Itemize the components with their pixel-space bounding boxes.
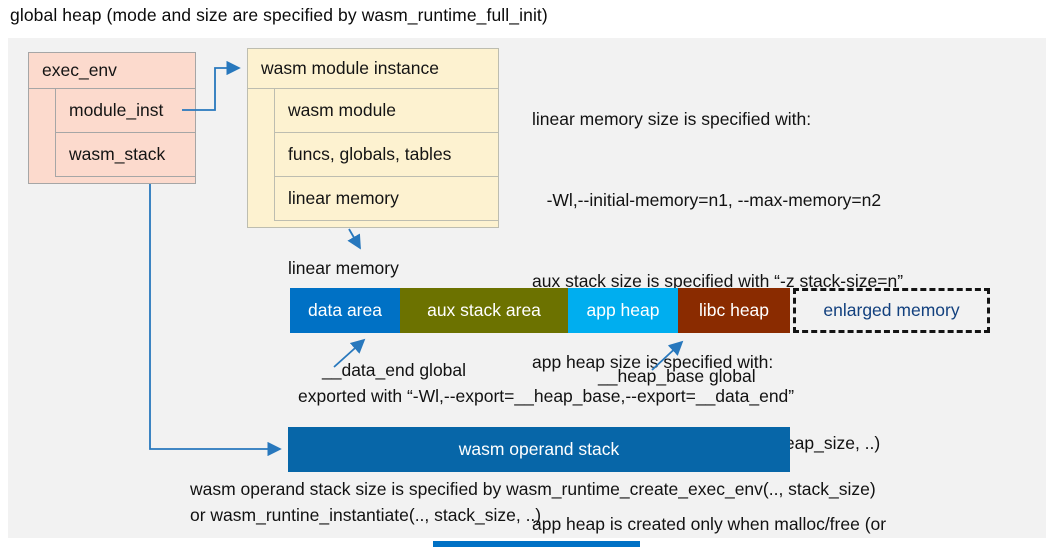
wasm-operand-stack-bar: wasm operand stack xyxy=(288,427,790,472)
bottom-blue-bar xyxy=(433,541,640,547)
note-line: linear memory size is specified with: xyxy=(532,109,812,129)
module-instance-row-funcs-globals-tables: funcs, globals, tables xyxy=(274,133,498,177)
module-instance-row-wasm-module: wasm module xyxy=(274,89,498,133)
segment-libc-heap: libc heap xyxy=(678,288,790,333)
module-instance-box: wasm module instance wasm module funcs, … xyxy=(247,48,499,228)
linear-memory-label: linear memory xyxy=(288,258,399,278)
segment-app-heap: app heap xyxy=(568,288,678,333)
data-end-global-label: __data_end global xyxy=(322,360,467,380)
heap-base-global-label: __heap_base global xyxy=(598,366,756,386)
note-line: aux stack size is specified with “-z sta… xyxy=(532,271,904,291)
note-line: app heap is created only when malloc/fre… xyxy=(532,514,887,534)
exec-env-header: exec_env xyxy=(29,53,195,89)
diagram-title: global heap (mode and size are specified… xyxy=(10,5,548,25)
module-instance-row-linear-memory: linear memory xyxy=(274,177,498,221)
note-line: -Wl,--initial-memory=n1, --max-memory=n2 xyxy=(532,190,882,210)
operand-stack-note-line1: wasm operand stack size is specified by … xyxy=(190,479,876,499)
segment-enlarged-memory: enlarged memory xyxy=(793,288,990,333)
operand-stack-note-line2: or wasm_runtine_instantiate(.., stack_si… xyxy=(190,505,542,525)
exec-env-box-padding xyxy=(29,177,195,183)
segment-data-area: data area xyxy=(290,288,400,333)
exec-env-box: exec_env module_inst wasm_stack xyxy=(28,52,196,184)
module-instance-header: wasm module instance xyxy=(248,49,498,89)
exec-env-row-wasm-stack: wasm_stack xyxy=(55,133,195,177)
module-instance-box-padding xyxy=(248,221,498,227)
exec-env-row-module-inst: module_inst xyxy=(55,89,195,133)
segment-aux-stack-area: aux stack area xyxy=(400,288,568,333)
exported-with-label: exported with “-Wl,--export=__heap_base,… xyxy=(298,386,795,406)
